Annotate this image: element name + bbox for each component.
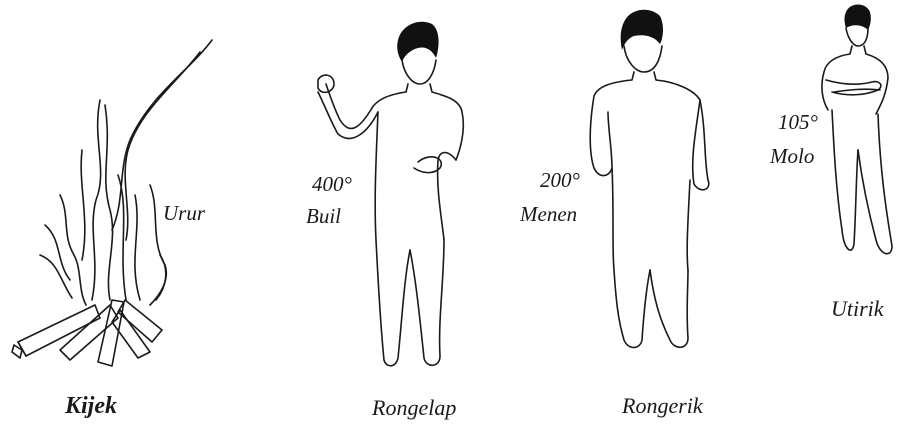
rongelap-label: Buil bbox=[306, 206, 341, 227]
figure-rongerik bbox=[590, 10, 709, 348]
utirik-label: Molo bbox=[770, 146, 814, 167]
rongerik-label: Menen bbox=[520, 204, 577, 225]
utirik-temperature: 105° bbox=[778, 112, 818, 133]
figure-utirik bbox=[822, 5, 892, 254]
rongelap-temperature: 400° bbox=[312, 174, 352, 195]
rongelap-caption: Rongelap bbox=[372, 397, 456, 419]
rongerik-temperature: 200° bbox=[540, 170, 580, 191]
rongerik-caption: Rongerik bbox=[622, 395, 703, 417]
fire-name-label: Kijek bbox=[65, 394, 117, 418]
utirik-caption: Utirik bbox=[831, 298, 884, 320]
fire-urur-label: Urur bbox=[163, 203, 205, 224]
